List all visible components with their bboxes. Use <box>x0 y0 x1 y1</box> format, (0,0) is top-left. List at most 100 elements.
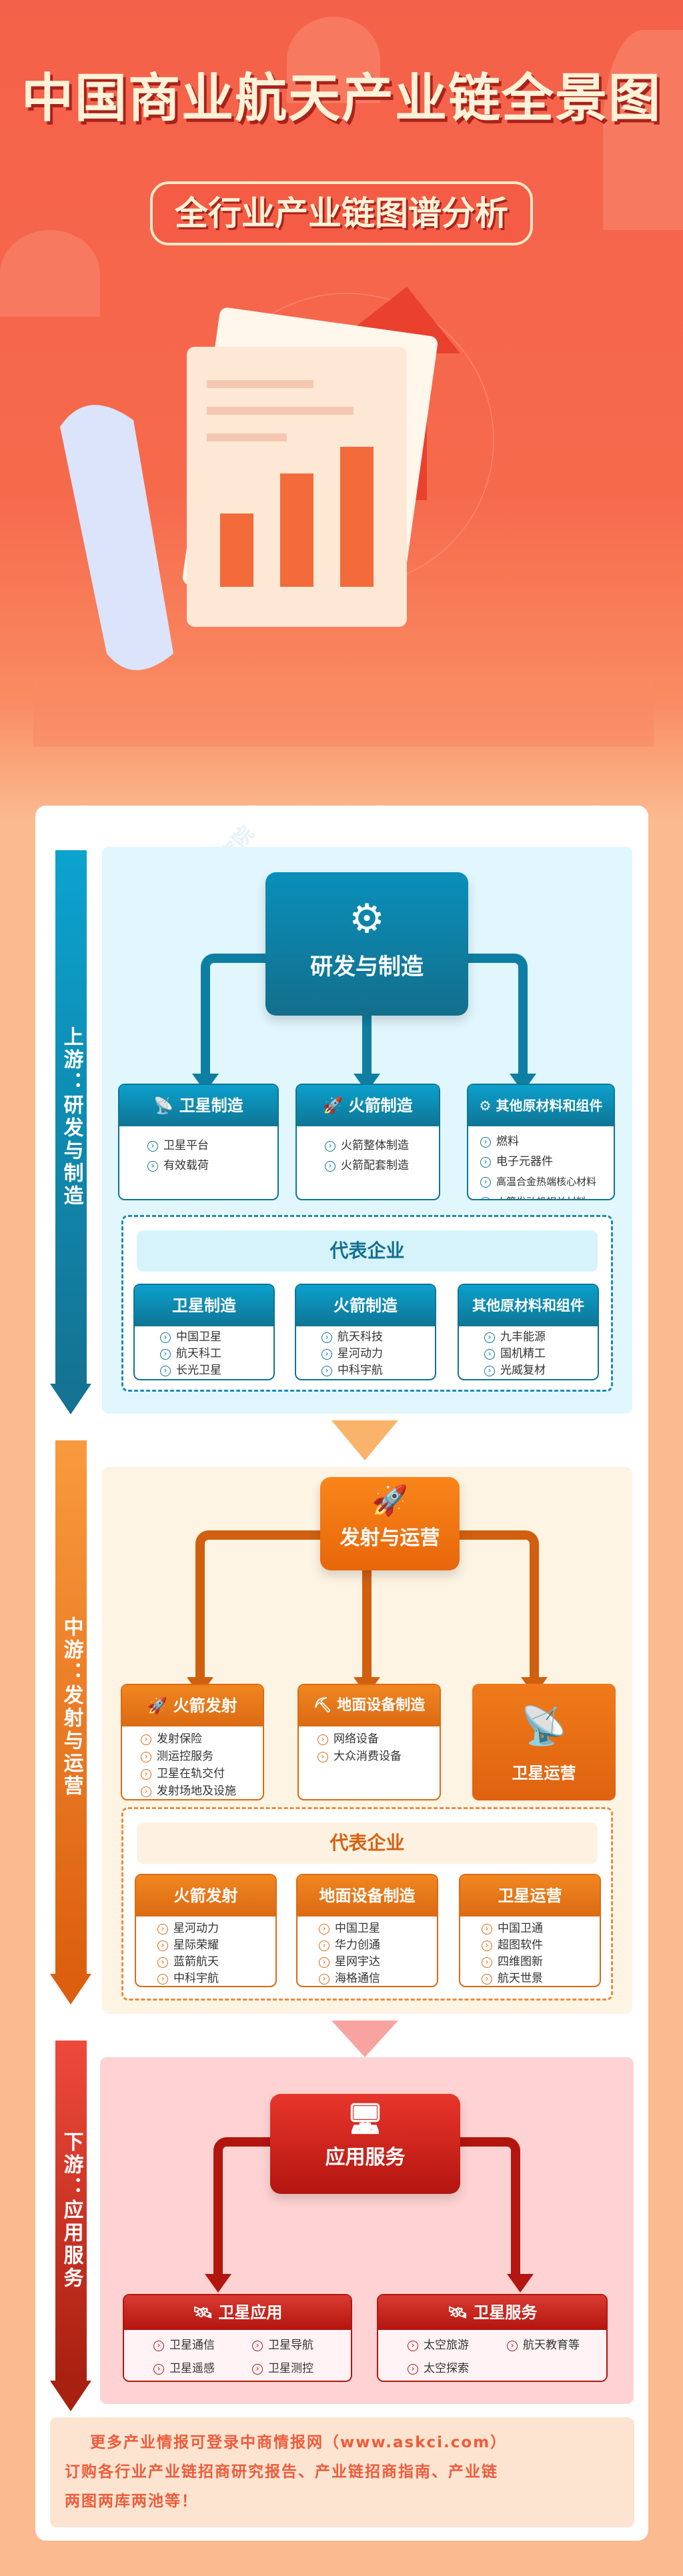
list-item: 星河动力 <box>157 1920 275 1937</box>
rep-satellite-manufacturing: 卫星制造 中国卫星航天科工长光卫星 <box>133 1284 275 1380</box>
rep-ground-equipment: 地面设备制造 中国卫星华力创通星网宇达海格通信 <box>296 1874 438 1987</box>
list-item: 电子元器件 <box>480 1152 614 1172</box>
report-illustration <box>33 287 654 747</box>
list-item: 四维图新 <box>482 1954 600 1971</box>
list-item: 超图软件 <box>482 1937 600 1954</box>
box-title: 卫星运营 <box>512 1764 576 1782</box>
box-title: 卫星应用 <box>218 2303 283 2322</box>
robot-arm-icon: ⚙ <box>349 896 385 942</box>
rocket-icon: 🚀 <box>372 1484 408 1518</box>
hub-launch-operation: 🚀 发射与运营 <box>320 1477 460 1570</box>
rep-rocket-launch: 火箭发射 星河动力星际荣耀蓝箭航天中科宇航 <box>135 1874 277 1987</box>
box-title: 火箭发射 <box>136 1875 275 1916</box>
box-title: 火箭制造 <box>296 1285 435 1326</box>
satellite-dish-icon: 📡 <box>153 1096 179 1115</box>
rep-title: 代表企业 <box>137 1822 598 1864</box>
hub-label: 应用服务 <box>325 2146 406 2169</box>
satellite-icon: 🛰 <box>192 2303 219 2322</box>
box-satellite-services: 🛰 卫星服务 太空旅游航天教育等太空探索 <box>377 2294 608 2382</box>
box-title: 其他原材料和组件 <box>496 1098 603 1114</box>
box-title: 火箭发射 <box>173 1696 237 1715</box>
list-item: 网络设备 <box>317 1730 440 1748</box>
list-item: 中科宇航 <box>321 1362 435 1379</box>
list-item: 航天世景 <box>482 1971 600 1986</box>
box-ground-equipment: ⛏ 地面设备制造 网络设备大众消费设备 <box>297 1684 441 1800</box>
box-title: 其他原材料和组件 <box>459 1285 598 1326</box>
list-item: 卫星在轨交付 <box>141 1765 263 1782</box>
list-item: 大众消费设备 <box>317 1748 440 1765</box>
list-item: 星河动力 <box>321 1346 435 1362</box>
list-item: 航天教育等 <box>507 2337 606 2360</box>
list-item: 卫星测控 <box>252 2360 351 2381</box>
list-item: 海格通信 <box>319 1971 437 1986</box>
list-item: 光威复材 <box>484 1362 598 1379</box>
box-rocket-manufacturing: 🚀 火箭制造 火箭整体制造火箭配套制造 <box>295 1084 440 1200</box>
cloud-decoration <box>0 230 100 317</box>
list-item: 星网宇达 <box>319 1954 437 1971</box>
chevron-down-icon <box>331 2021 398 2057</box>
footer-line: 订购各行业产业链招商研究报告、产业链招商指南、产业链 <box>65 2463 498 2481</box>
list-item: 卫星平台 <box>147 1136 277 1156</box>
list-item: 九丰能源 <box>484 1329 598 1346</box>
list-item: 高温合金热端核心材料 <box>480 1172 614 1192</box>
box-rocket-launch: 🚀 火箭发射 发射保险测运控服务卫星在轨交付发射场地及设施 <box>121 1684 264 1800</box>
rep-rocket-manufacturing: 火箭制造 航天科技星河动力中科宇航 <box>295 1284 436 1380</box>
sidebar-downstream: 下游：应用服务 <box>50 2041 91 2411</box>
list-item: 测运控服务 <box>141 1748 263 1765</box>
satellite-icon: 🛰 <box>447 2303 474 2322</box>
page-title: 中国商业航天产业链全景图 <box>21 69 662 129</box>
sidebar-midstream: 中游：发射与运营 <box>50 1440 91 2005</box>
list-item: 有效载荷 <box>147 1156 277 1176</box>
box-satellite-operation: 📡 卫星运营 <box>472 1684 616 1800</box>
box-satellite-application: 🛰 卫星应用 卫星通信卫星导航卫星遥感卫星测控 <box>123 2294 352 2382</box>
list-item: 发射保险 <box>141 1730 263 1748</box>
box-title: 地面设备制造 <box>297 1875 437 1916</box>
list-item: 中国卫星 <box>319 1920 437 1937</box>
rep-satellite-operation: 卫星运营 中国卫通超图软件四维图新航天世景 <box>459 1874 601 1987</box>
sidebar-label: 中游：发射与运营 <box>59 1616 83 1798</box>
sidebar-label: 下游：应用服务 <box>59 2131 83 2290</box>
hub-application-services: 🖥 应用服务 <box>270 2094 460 2194</box>
list-item: 卫星通信 <box>153 2337 252 2360</box>
box-title: 地面设备制造 <box>337 1697 426 1714</box>
list-item: 长光卫星 <box>160 1362 273 1379</box>
list-item: 蓝箭航天 <box>157 1954 275 1971</box>
list-item: 航天科工 <box>160 1346 273 1362</box>
worker-icon: ⛏ <box>313 1697 337 1714</box>
network-monitor-icon: 🖥 <box>346 2102 384 2136</box>
hub-label: 研发与制造 <box>310 954 424 980</box>
list-item: 太空探索 <box>408 2360 507 2381</box>
box-other-materials: ⚙ 其他原材料和组件 燃料电子元器件高温合金热端核心材料火箭发动机相关材料 <box>467 1084 615 1200</box>
gear-network-icon: ⚙ <box>479 1098 496 1114</box>
list-item: 火箭整体制造 <box>325 1136 439 1156</box>
footer-promo: 更多产业情报可登录中商情报网（www.askci.com） 订购各行业产业链招商… <box>50 2417 634 2527</box>
list-item: 星际荣耀 <box>157 1937 275 1954</box>
list-item: 中国卫通 <box>482 1920 600 1937</box>
list-item: 太空旅游 <box>408 2337 507 2360</box>
list-item: 国机精工 <box>484 1346 598 1362</box>
box-title: 卫星制造 <box>135 1285 273 1326</box>
cloud-decoration <box>603 30 683 230</box>
list-item: 火箭发动机相关材料 <box>480 1192 614 1199</box>
footer-line: 两图两库两池等！ <box>65 2493 198 2510</box>
list-item: 火箭配套制造 <box>325 1156 439 1176</box>
hub-label: 发射与运营 <box>339 1526 440 1550</box>
subtitle-badge: 全行业产业链图谱分析 <box>150 181 533 245</box>
sidebar-label: 上游：研发与制造 <box>59 1026 83 1208</box>
chevron-down-icon <box>331 1420 398 1460</box>
list-item: 中国卫星 <box>160 1329 273 1346</box>
cloud-decoration <box>287 17 380 103</box>
hub-rnd-manufacturing: ⚙ 研发与制造 <box>265 872 468 1016</box>
list-item: 卫星导航 <box>252 2337 351 2360</box>
box-title: 卫星服务 <box>473 2303 538 2322</box>
rep-other-materials: 其他原材料和组件 九丰能源国机精工光威复材 <box>458 1284 599 1380</box>
sidebar-upstream: 上游：研发与制造 <box>50 850 91 1414</box>
list-item: 发射场地及设施 <box>141 1782 263 1799</box>
box-title: 卫星制造 <box>179 1096 243 1115</box>
rep-title: 代表企业 <box>137 1230 598 1272</box>
list-item: 燃料 <box>480 1132 614 1152</box>
list-item: 卫星遥感 <box>153 2360 252 2381</box>
rocket-icon: 🚀 <box>323 1096 349 1115</box>
list-item: 华力创通 <box>319 1937 437 1954</box>
list-item: 中科宇航 <box>157 1971 275 1986</box>
